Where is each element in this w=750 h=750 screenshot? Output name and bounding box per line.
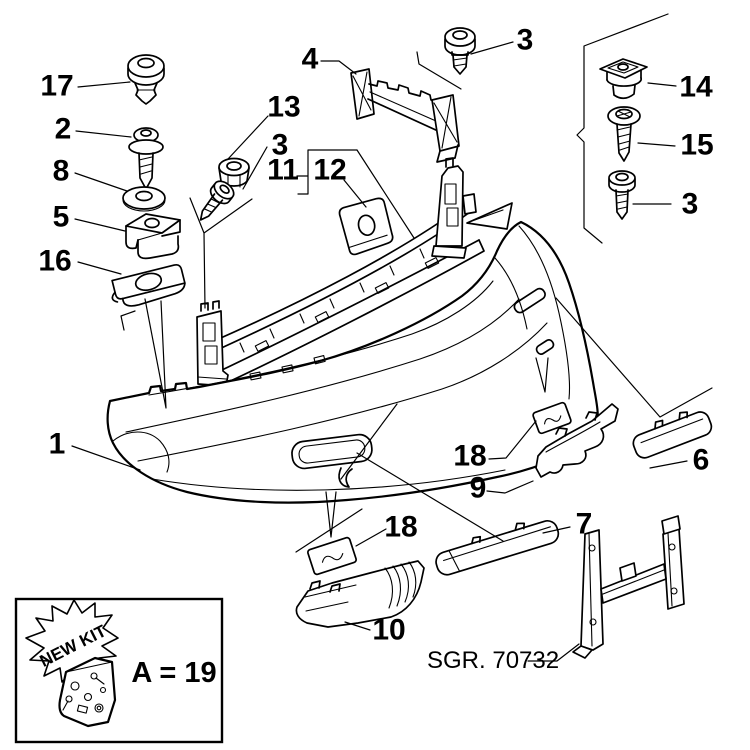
leader-17 — [77, 81, 131, 88]
part-reflector-6 — [632, 411, 713, 459]
part-screw-3-right — [608, 170, 636, 220]
callout-8: 8 — [53, 155, 70, 188]
part-nut-14 — [599, 58, 648, 100]
leader-5 — [74, 218, 126, 232]
callout-5: 5 — [53, 201, 70, 234]
part-bracket-9 — [535, 403, 619, 478]
part-u-nut-16 — [111, 263, 186, 307]
part-sgr-bracket — [572, 515, 685, 659]
pointer-3-top-mount — [416, 51, 462, 90]
callout-2: 2 — [55, 113, 72, 146]
part-clip-17 — [127, 54, 165, 105]
part-sticker-18-right — [532, 401, 572, 435]
leader-13 — [227, 115, 269, 160]
leader-7 — [542, 526, 571, 534]
part-screw-15 — [607, 106, 641, 162]
callout-18-left: 18 — [384, 511, 417, 544]
callout-18-right: 18 — [453, 440, 486, 473]
pointer-16-mount — [144, 298, 167, 409]
callout-14: 14 — [679, 71, 713, 104]
callout-4: 4 — [302, 43, 319, 76]
leader-4 — [320, 60, 357, 75]
leader-3-top — [470, 41, 514, 55]
part-clip-5 — [125, 213, 181, 260]
right-column-group-bracket — [576, 13, 669, 244]
leader-12 — [343, 179, 367, 208]
callout-3-middle: 3 — [272, 129, 289, 162]
leader-10 — [344, 621, 371, 631]
leader-bumper-lower-a — [340, 403, 398, 480]
callout-12: 12 — [313, 154, 346, 187]
pointer-sticker-left — [325, 491, 337, 538]
part-screw-2 — [128, 127, 164, 190]
leader-2 — [75, 130, 132, 138]
part-bracket-10 — [295, 560, 425, 628]
callout-7: 7 — [576, 508, 593, 541]
callout-11: 11 — [267, 154, 299, 187]
leader-reflector-mount — [555, 297, 713, 418]
kit-quantity-label: A = 19 — [131, 657, 216, 689]
callout-17: 17 — [40, 70, 73, 103]
callout-15: 15 — [680, 129, 713, 162]
callout-1: 1 — [49, 428, 66, 461]
part-washer-8 — [122, 186, 166, 212]
rail-left-post — [196, 300, 229, 387]
callout-13: 13 — [267, 91, 300, 124]
leader-15 — [637, 142, 676, 147]
leader-trim-mount — [356, 452, 504, 542]
sgr-code-label: SGR. 70732 — [427, 647, 559, 674]
leader-11-12-mount — [356, 149, 415, 239]
leader-lines — [71, 41, 713, 662]
part-trim-strip-7 — [435, 519, 560, 576]
new-kit-box: NEW KIT A = 19 — [14, 597, 224, 744]
part-bumper-cover — [106, 220, 599, 504]
rail-center-post — [431, 157, 477, 259]
pointer-sticker-right — [535, 357, 549, 393]
leader-16 — [77, 261, 122, 275]
leader-9 — [486, 480, 534, 494]
callout-10: 10 — [372, 614, 405, 647]
leader-18-right — [488, 420, 537, 460]
callout-3-top: 3 — [517, 24, 534, 57]
group-bracket-11-12 — [296, 149, 358, 195]
leader-bumper-lower-b — [295, 508, 363, 553]
leader-18-left — [355, 528, 387, 547]
kit-bag — [58, 656, 117, 728]
leader-14 — [647, 82, 677, 87]
leader-1 — [71, 445, 141, 471]
callout-16: 16 — [38, 245, 71, 278]
callout-6: 6 — [693, 444, 710, 477]
callout-3-right: 3 — [682, 188, 699, 221]
part-screw-3-top — [444, 27, 476, 75]
part-u-clip-12 — [338, 197, 394, 256]
pointer-tick — [120, 310, 136, 331]
leader-3-middle — [242, 146, 268, 190]
callout-labels: 17 2 8 5 16 1 13 3 11 12 4 3 14 15 3 18 … — [38, 24, 713, 675]
part-screw-3-middle — [199, 180, 235, 221]
bumper-corner-wedge — [466, 202, 513, 230]
leader-6 — [649, 460, 688, 469]
part-bracket-4 — [350, 68, 460, 163]
part-sticker-18-left — [306, 536, 358, 576]
leader-sgr — [527, 643, 580, 662]
leader-8 — [74, 172, 128, 192]
callout-9: 9 — [470, 472, 487, 505]
pointer-13-3-mount — [189, 197, 253, 309]
